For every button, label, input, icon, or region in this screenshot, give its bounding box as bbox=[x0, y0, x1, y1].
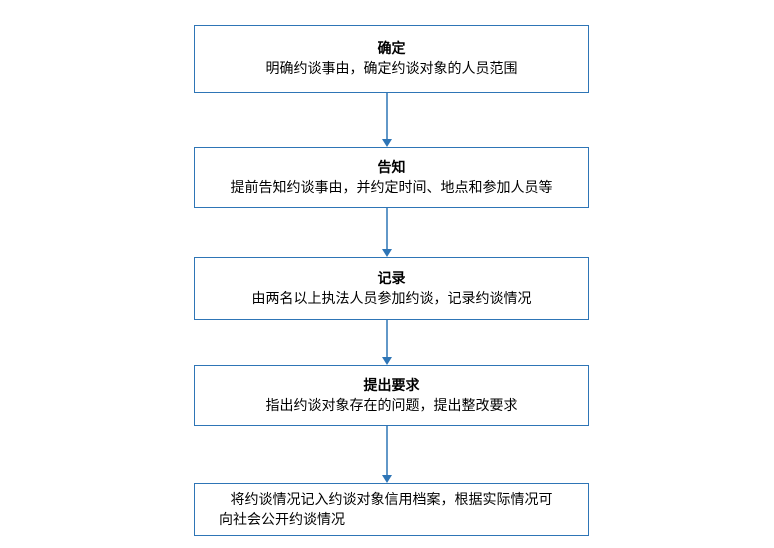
step-archive-description-line-1: 将约谈情况记入约谈对象信用档案，根据实际情况可 bbox=[230, 491, 553, 508]
step-record-description: 由两名以上执法人员参加约谈，记录约谈情况 bbox=[251, 290, 532, 307]
step-requirements-title: 提出要求 bbox=[363, 377, 420, 394]
step-notify-title: 告知 bbox=[377, 159, 406, 176]
arrow-2-to-3 bbox=[382, 208, 392, 257]
step-record-title: 记录 bbox=[377, 270, 406, 287]
arrow-4-to-5 bbox=[382, 426, 392, 483]
arrow-1-to-2 bbox=[382, 93, 392, 147]
step-confirm-title: 确定 bbox=[377, 41, 406, 57]
step-requirements-description: 指出约谈对象存在的问题，提出整改要求 bbox=[265, 397, 518, 414]
arrow-3-to-4 bbox=[382, 320, 392, 365]
step-requirements-box: 提出要求 指出约谈对象存在的问题，提出整改要求 bbox=[194, 365, 589, 426]
step-notify-box: 告知 提前告知约谈事由，并约定时间、地点和参加人员等 bbox=[194, 147, 589, 208]
step-archive-description-line-2: 向社会公开约谈情况 bbox=[219, 511, 345, 528]
step-record-box: 记录 由两名以上执法人员参加约谈，记录约谈情况 bbox=[194, 257, 589, 320]
step-notify-description: 提前告知约谈事由，并约定时间、地点和参加人员等 bbox=[230, 179, 553, 196]
step-confirm-description: 明确约谈事由，确定约谈对象的人员范围 bbox=[265, 61, 518, 77]
step-confirm-box: 确定 明确约谈事由，确定约谈对象的人员范围 bbox=[194, 25, 589, 93]
step-archive-box: 将约谈情况记入约谈对象信用档案，根据实际情况可 向社会公开约谈情况 bbox=[194, 483, 589, 536]
